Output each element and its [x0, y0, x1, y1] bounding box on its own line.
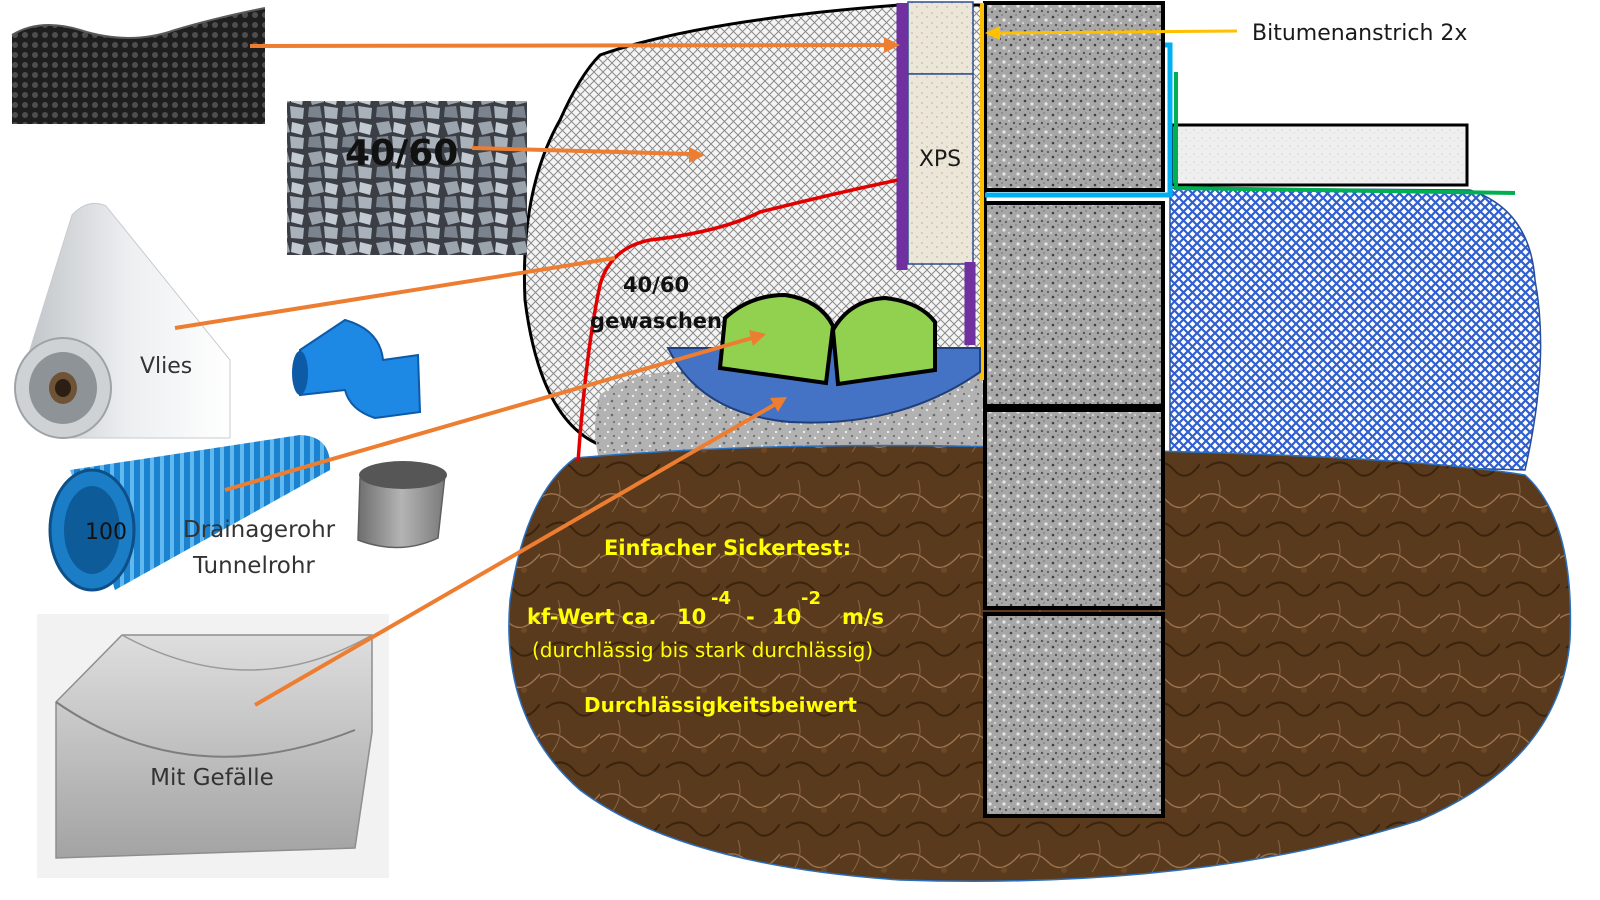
vlies-line: [576, 178, 899, 463]
arrow-gutter: [253, 397, 787, 707]
soil-dash: -: [746, 605, 755, 629]
pointer-arrows: [174, 26, 1238, 707]
soil-unit: m/s: [842, 605, 884, 629]
pipe-sleeve-image: [357, 461, 447, 549]
drainage-pipes: [717, 292, 937, 387]
label-gravel-washed-1: 40/60: [623, 273, 689, 297]
arrow-bitumen: [985, 26, 1238, 40]
foundation-wall: [983, 1, 1165, 818]
pipe-elbow-image: [292, 318, 422, 420]
drain-pipe-image: [48, 435, 331, 592]
xps-insulation: [907, 1, 974, 265]
soil-description: (durchlässig bis stark durchlässig): [532, 638, 873, 662]
label-gravel-washed-2: gewaschen: [590, 309, 722, 333]
arrow-gravel: [471, 146, 705, 163]
label-drainagerohr: Drainagerohr: [183, 517, 336, 543]
soil-base-b: 10: [772, 605, 801, 629]
dimpled-membrane: [896, 3, 976, 345]
label-vlies: Vlies: [140, 354, 192, 379]
seal-lines: [985, 42, 1516, 198]
label-pipe-size: 100: [85, 520, 127, 545]
soil-kf-prefix: kf-Wert ca.: [527, 605, 656, 629]
blue-backfill-area: [1169, 187, 1542, 471]
paving-slab: [1170, 123, 1469, 187]
label-tunnelrohr: Tunnelrohr: [192, 553, 315, 579]
label-xps: XPS: [919, 147, 961, 172]
soil-title: Einfacher Sickertest:: [604, 536, 851, 560]
soil-term: Durchlässigkeitsbeiwert: [584, 693, 857, 717]
arrow-membrane: [249, 37, 900, 53]
fleece-roll-image: [14, 203, 231, 439]
soil-exp-a: -4: [711, 588, 731, 609]
gravel-image: [287, 101, 527, 255]
arrow-vlies: [174, 256, 616, 330]
gutter-slab-image: [37, 614, 389, 878]
dimpled-sheet-image: [11, 7, 266, 124]
label-gutter: Mit Gefälle: [150, 765, 274, 791]
soil-exp-b: -2: [801, 588, 821, 609]
arrow-pipe: [224, 330, 766, 492]
label-bitumen: Bitumenanstrich 2x: [1252, 21, 1467, 46]
soil-base-a: 10: [677, 605, 706, 629]
label-gravel-photo: 40/60: [345, 133, 458, 174]
